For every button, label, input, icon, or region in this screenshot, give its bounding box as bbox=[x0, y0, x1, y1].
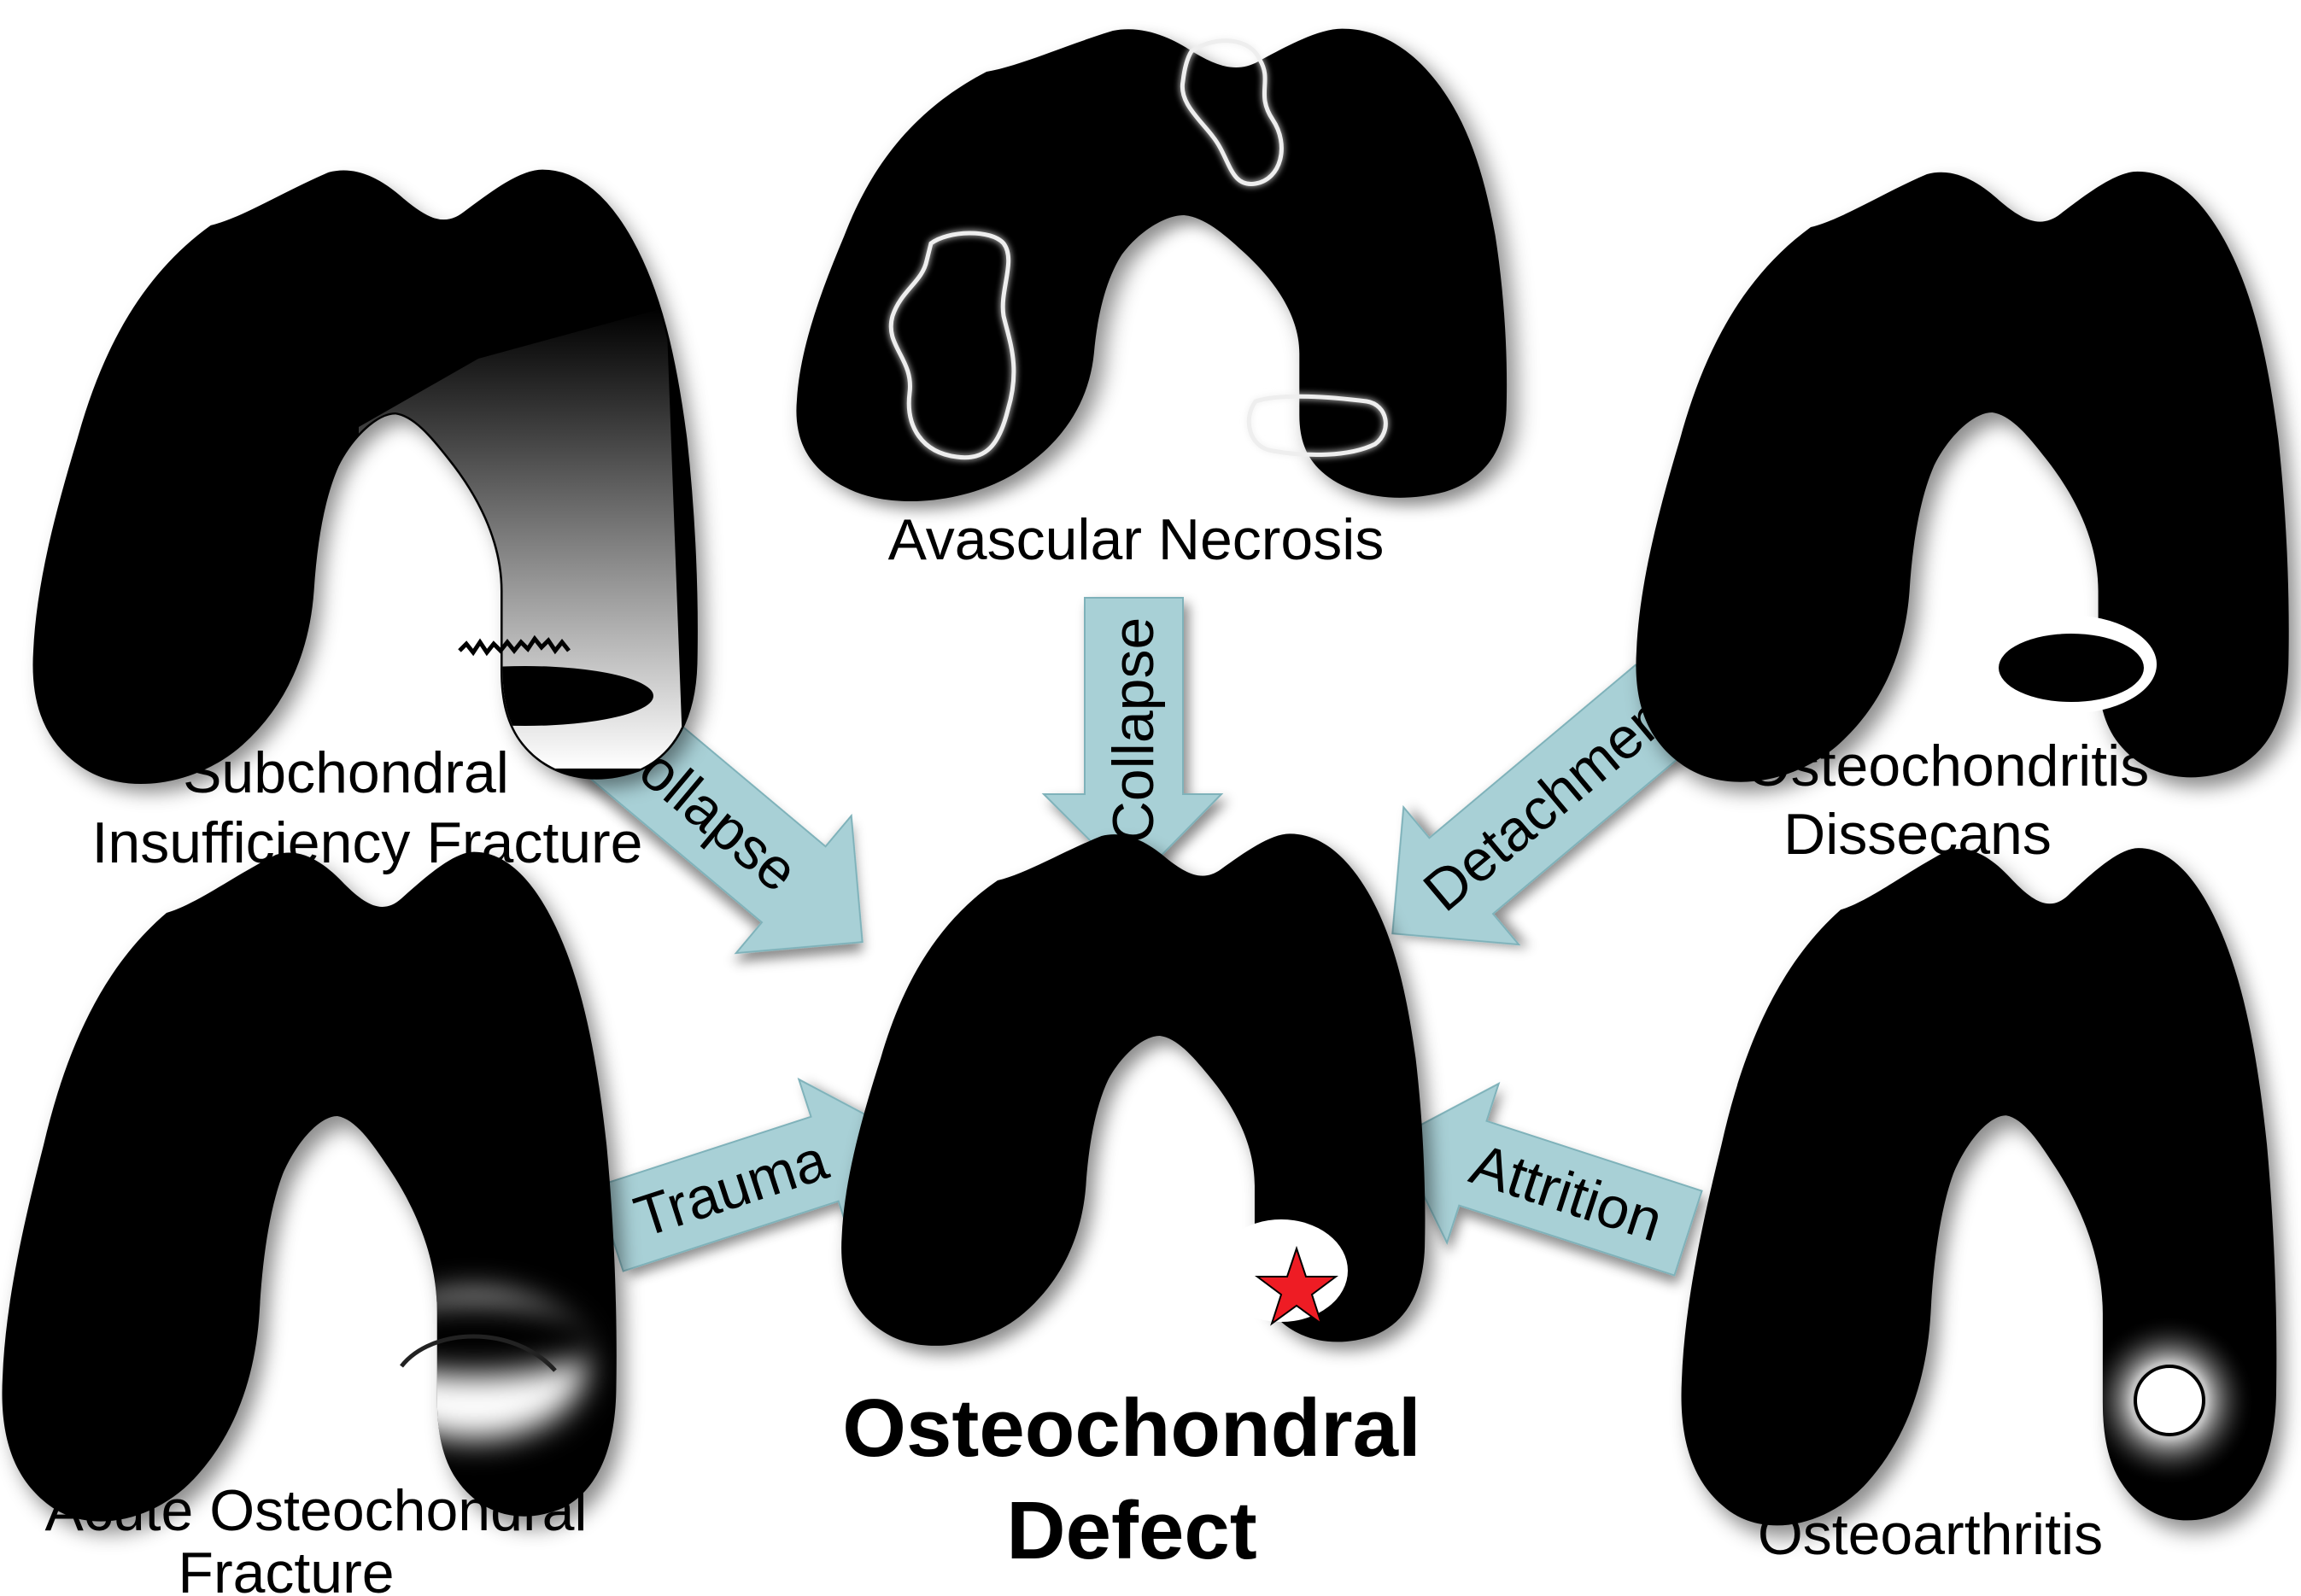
necrosis-lesion-1 bbox=[1180, 38, 1284, 186]
femur-osteoarthritis: Osteoarthritis bbox=[1681, 848, 2277, 1567]
femur-osteochondral-defect: Osteochondral Defect bbox=[841, 833, 1426, 1576]
center-label-line2: Defect bbox=[1006, 1485, 1256, 1576]
star-icon bbox=[1255, 1245, 1338, 1326]
center-label-line1: Osteochondral bbox=[842, 1383, 1420, 1474]
femur-avascular-necrosis: Avascular Necrosis bbox=[796, 28, 1508, 572]
femur-osteochondritis-dissecans: Osteochondritis Dissecans bbox=[1636, 171, 2289, 867]
fracture-line-icon bbox=[458, 634, 571, 657]
defect-crater bbox=[1215, 1219, 1348, 1322]
arrow-avn-label: Collapse bbox=[1101, 617, 1166, 844]
ocd-label-line2: Dissecans bbox=[1783, 802, 2052, 867]
arrow-avn-to-center: Collapse bbox=[1041, 597, 1224, 886]
fracture-arc-icon bbox=[400, 1334, 557, 1372]
ocd-fragment bbox=[1999, 634, 2144, 702]
necrosis-lesion-2 bbox=[888, 231, 1016, 460]
femur-acute-osteochondral-fracture: Acute Osteochondral Fracture bbox=[2, 851, 617, 1596]
oa-cyst bbox=[2134, 1365, 2205, 1436]
femur-subchondral-insufficiency-fracture: Subchondral Insufficiency Fracture bbox=[35, 172, 695, 875]
oa-label: Osteoarthritis bbox=[1758, 1502, 2103, 1567]
sif-label-line2: Insufficiency Fracture bbox=[91, 810, 642, 875]
avn-label: Avascular Necrosis bbox=[888, 507, 1385, 572]
necrosis-lesion-3 bbox=[1246, 394, 1388, 458]
aof-label-line2: Fracture bbox=[178, 1540, 394, 1596]
ocd-label-line1: Osteochondritis bbox=[1746, 734, 2149, 798]
aof-label-line1: Acute Osteochondral bbox=[44, 1478, 587, 1543]
sif-label-line1: Subchondral bbox=[183, 740, 509, 805]
